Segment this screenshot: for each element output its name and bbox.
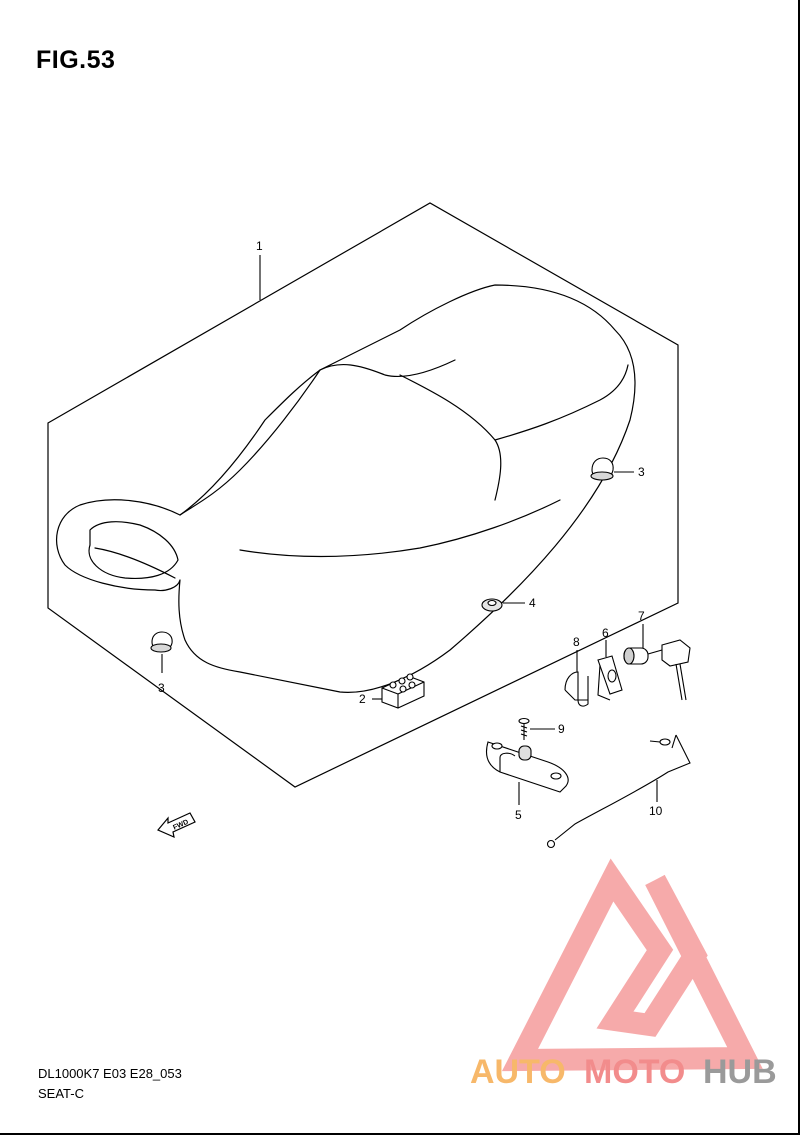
lock-and-key-part xyxy=(623,624,691,701)
callout-9: 9 xyxy=(558,722,565,736)
connector-block-part xyxy=(372,673,425,709)
callout-4: 4 xyxy=(529,596,536,610)
svg-text:AUTO: AUTO xyxy=(470,1053,566,1091)
screw-part xyxy=(518,717,555,740)
nut-part xyxy=(481,598,525,612)
callout-1: 1 xyxy=(256,239,263,253)
figure-title: FIG.53 xyxy=(36,46,116,74)
watermark-logo xyxy=(501,858,763,1072)
latch-plate-part xyxy=(597,640,623,701)
seat-drawing xyxy=(56,284,636,693)
section-name: SEAT-C xyxy=(38,1086,84,1101)
bracket-part xyxy=(564,650,589,707)
callout-3-upper: 3 xyxy=(638,465,645,479)
svg-text:MOTO: MOTO xyxy=(584,1053,685,1091)
forward-direction-arrow-icon: FWD xyxy=(157,812,196,839)
seat-lock-bracket-part xyxy=(485,741,569,805)
cushion-part-upper xyxy=(590,457,634,481)
seat-lock-cable-part xyxy=(546,734,691,849)
callout-6: 6 xyxy=(602,626,609,640)
seat-assembly-outline xyxy=(47,202,679,788)
callout-7: 7 xyxy=(638,609,645,623)
callout-2: 2 xyxy=(359,692,366,706)
callout-8: 8 xyxy=(573,635,580,649)
svg-text:HUB: HUB xyxy=(703,1053,777,1091)
cushion-part-lower xyxy=(150,631,173,673)
callout-3-lower: 3 xyxy=(158,681,165,695)
watermark-text: AUTO MOTO HUB xyxy=(470,1053,777,1091)
callout-10: 10 xyxy=(649,804,663,818)
callout-5: 5 xyxy=(515,808,522,822)
model-code: DL1000K7 E03 E28_053 xyxy=(38,1066,182,1081)
